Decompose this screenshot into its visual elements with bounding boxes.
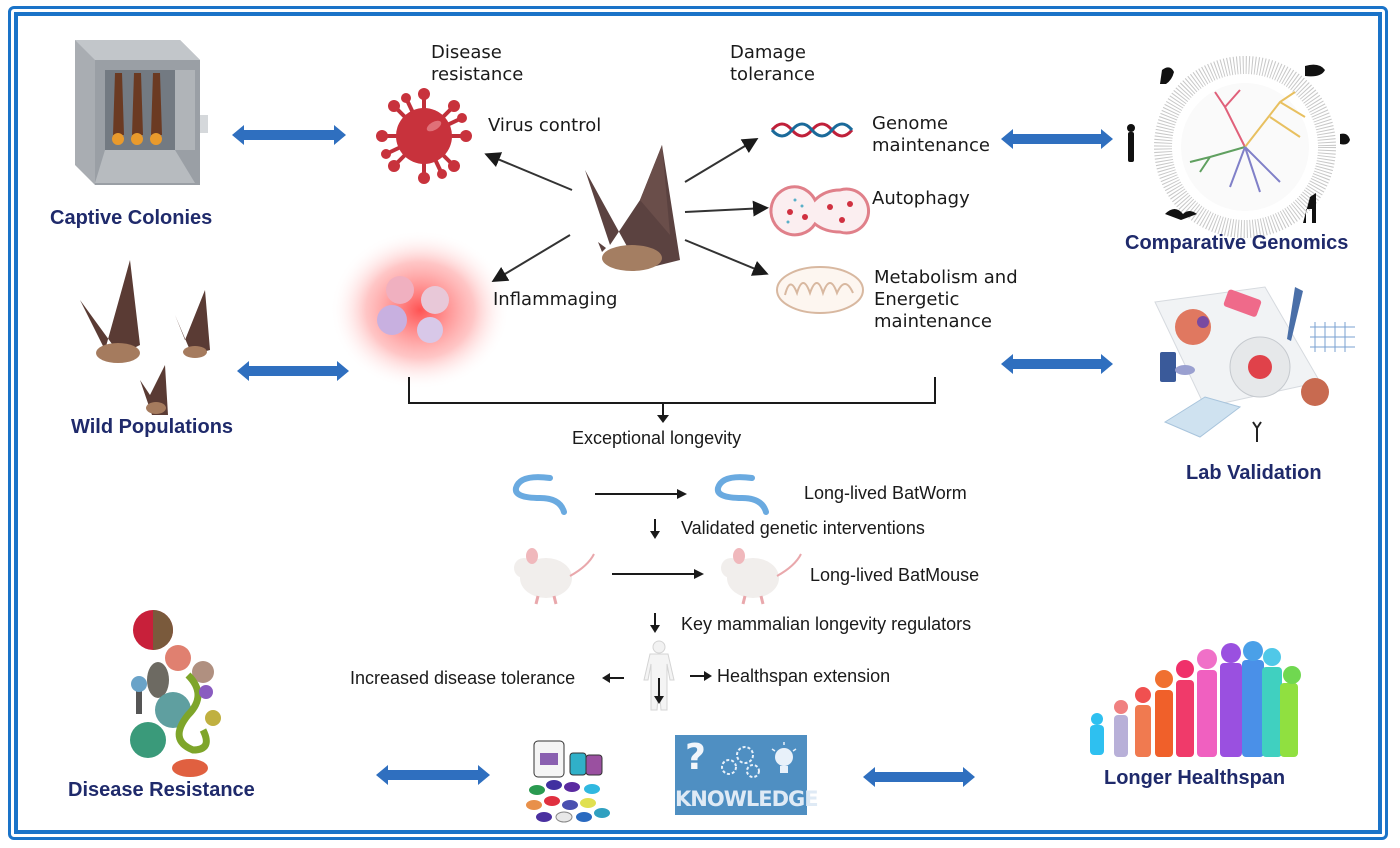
long-lived-batmouse-label: Long-lived BatMouse — [810, 565, 980, 585]
gears-icon — [721, 746, 760, 778]
outer-frame — [8, 6, 1388, 840]
arrow-to-inflammaging — [491, 234, 571, 283]
arrow-to-virus — [484, 152, 573, 191]
autophagy-label: Autophagy — [872, 188, 970, 209]
wild-populations-title: Wild Populations — [71, 416, 234, 438]
wild-bats-icon — [80, 260, 210, 415]
knowledge-icon: ? KNOWLEDGE — [675, 735, 819, 815]
exceptional-longevity-label: Exceptional longevity — [572, 428, 742, 448]
immune-cells-icon — [330, 230, 510, 390]
metabolism-label: Metabolism and Energetic maintenance — [874, 267, 1018, 332]
arrow-left — [602, 673, 624, 683]
genome-maintenance-label: Genome maintenance — [872, 113, 990, 156]
arrow-to-metabolism — [684, 239, 769, 276]
batworm-icon — [714, 474, 769, 515]
pathogens-icon — [130, 610, 221, 777]
mitochondria-icon — [776, 266, 864, 314]
validated-genetic-interventions-label: Validated genetic interventions — [681, 518, 925, 538]
dna-icon — [770, 122, 854, 138]
lab-tools-icon — [1154, 286, 1355, 442]
inflammaging-label: Inflammaging — [493, 289, 618, 310]
increased-disease-tolerance-label: Increased disease tolerance — [350, 668, 576, 688]
disease-resistance-heading: Disease resistance — [431, 42, 524, 85]
double-arrow-captive[interactable] — [232, 124, 346, 146]
healthspan-extension-label: Healthspan extension — [717, 666, 891, 686]
arrow-mouse — [612, 569, 704, 579]
damage-tolerance-heading: Damage tolerance — [730, 42, 815, 85]
key-regulators-label: Key mammalian longevity regulators — [681, 614, 972, 634]
autophagosome-icon — [769, 185, 871, 237]
disease-resistance-title: Disease Resistance — [68, 779, 255, 801]
arrow-down-1 — [650, 519, 660, 539]
longevity-bracket — [408, 377, 936, 423]
bat-icon — [585, 145, 680, 271]
question-mark: ? — [685, 737, 706, 778]
aging-people-icon — [1090, 641, 1301, 757]
lightbulb-icon — [771, 742, 797, 773]
arrow-right — [690, 671, 712, 681]
arrow-worm — [595, 489, 687, 499]
mouse-icon — [514, 548, 595, 605]
phylogenetic-tree-icon — [1127, 56, 1350, 238]
double-arrow-healthspan[interactable] — [863, 766, 975, 788]
bat-cage-icon — [75, 40, 208, 185]
long-lived-batworm-label: Long-lived BatWorm — [804, 483, 967, 503]
double-arrow-genomics[interactable] — [1001, 128, 1113, 150]
batmouse-icon — [721, 548, 802, 605]
human-icon — [643, 640, 675, 711]
bat-arrows — [484, 137, 769, 283]
knowledge-label: KNOWLEDGE — [675, 787, 819, 811]
virus-control-label: Virus control — [488, 115, 602, 136]
captive-colonies-title: Captive Colonies — [50, 207, 213, 229]
double-arrow-disease[interactable] — [376, 764, 490, 786]
medicine-icon — [526, 740, 610, 823]
comparative-genomics-title: Comparative Genomics — [1125, 232, 1349, 254]
virus-icon — [376, 88, 472, 184]
arrow-down-2 — [650, 613, 660, 633]
double-arrow-wild[interactable] — [237, 360, 349, 382]
double-arrow-lab[interactable] — [1001, 353, 1113, 375]
lab-validation-title: Lab Validation — [1186, 462, 1322, 484]
arrow-to-autophagy — [684, 200, 769, 217]
inner-frame — [14, 12, 1382, 834]
arrow-to-genome — [684, 137, 759, 183]
longer-healthspan-title: Longer Healthspan — [1104, 767, 1286, 789]
worm-icon — [512, 474, 567, 515]
